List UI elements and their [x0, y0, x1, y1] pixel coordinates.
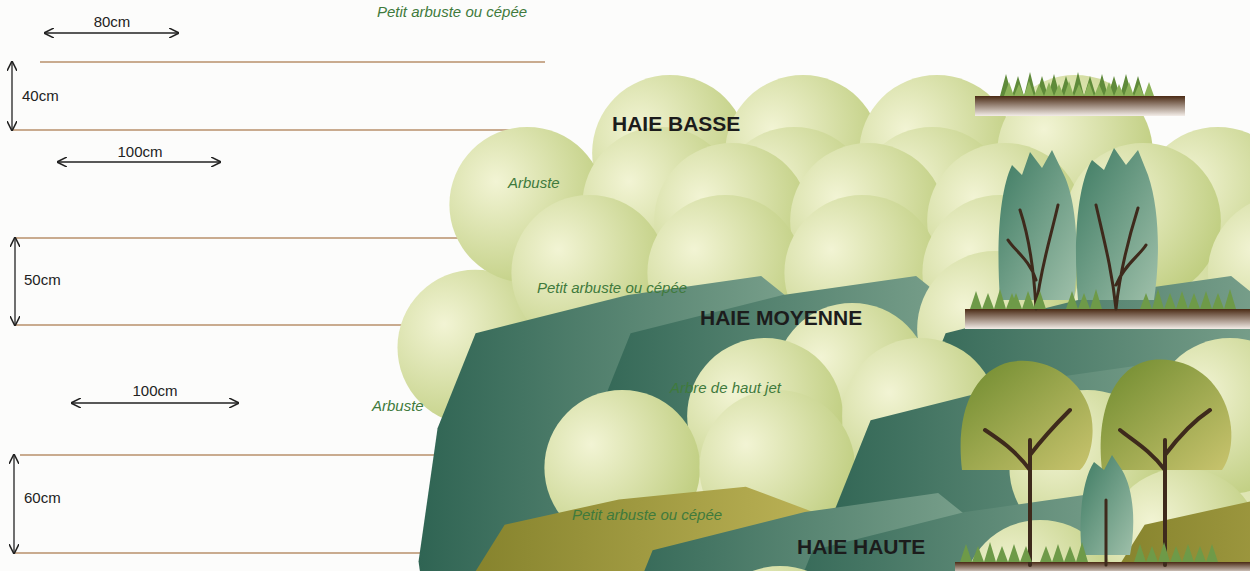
dimension-label: 100cm — [130, 382, 179, 399]
plant-label: Arbuste — [508, 174, 560, 191]
plant-label: Arbuste — [372, 397, 424, 414]
dimension-label: 60cm — [22, 489, 63, 506]
hedge-title: HAIE HAUTE — [797, 535, 925, 559]
plant-label: Arbre de haut jet — [670, 379, 781, 396]
plant-label: Petit arbuste ou cépée — [572, 506, 722, 523]
plant-label: Petit arbuste ou cépée — [537, 279, 687, 296]
dimension-label: 80cm — [92, 13, 133, 30]
dimension-label: 50cm — [22, 271, 63, 288]
hedge-title: HAIE BASSE — [612, 112, 740, 136]
dimension-label: 100cm — [115, 143, 164, 160]
plant-label: Petit arbuste ou cépée — [377, 3, 527, 20]
hedge-title: HAIE MOYENNE — [700, 306, 862, 330]
dimension-label: 40cm — [20, 87, 61, 104]
